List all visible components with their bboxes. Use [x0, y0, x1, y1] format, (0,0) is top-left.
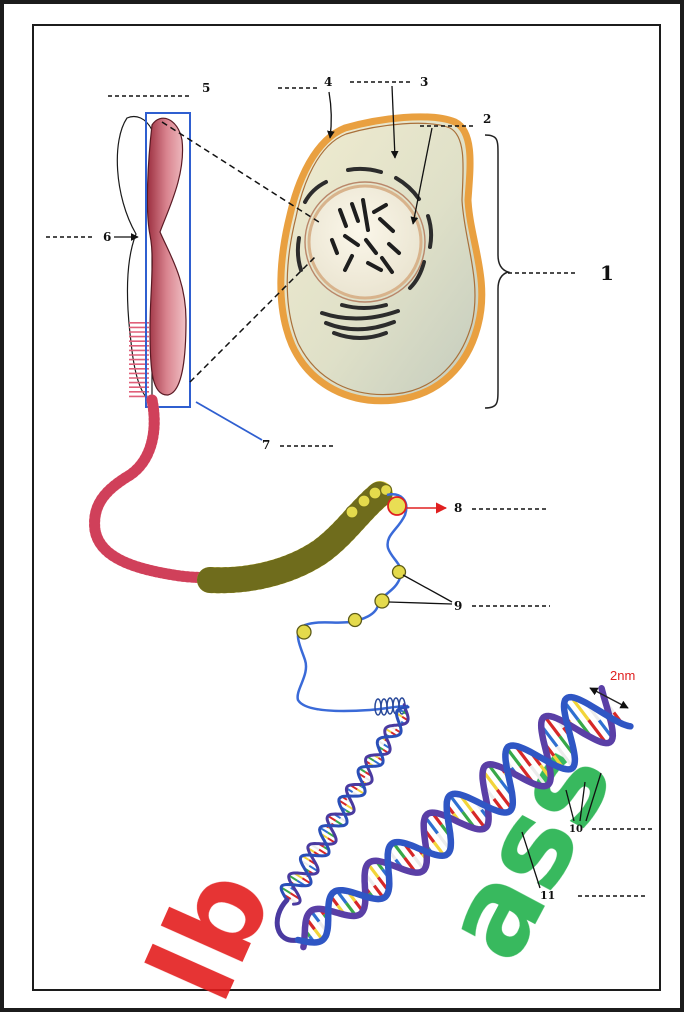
- solenoid-fiber: [210, 485, 392, 581]
- label-11: 11: [540, 889, 555, 902]
- pointer-9a: [403, 575, 452, 602]
- cell: [281, 117, 482, 401]
- pointer-7: [196, 402, 262, 440]
- label-6: 6: [103, 230, 111, 244]
- zoom-line-top: [162, 122, 322, 224]
- right-chromatid: [147, 118, 186, 395]
- label-7: 7: [262, 438, 270, 452]
- label-9: 9: [454, 599, 462, 613]
- supercoiled-chromatin: [95, 400, 232, 578]
- scale-bar-label: 2nm: [610, 668, 635, 683]
- cell-brace: [485, 135, 508, 408]
- label-10: 10: [569, 824, 583, 835]
- pointer-4: [329, 92, 331, 138]
- nucleosome: [349, 614, 362, 627]
- chromosome: [117, 113, 190, 407]
- label-8-marker: [388, 497, 406, 515]
- label-5: 5: [202, 81, 210, 95]
- nucleosome: [297, 625, 311, 639]
- nucleosome: [375, 594, 389, 608]
- label-8: 8: [454, 501, 462, 515]
- nucleosome: [393, 566, 406, 579]
- label-4: 4: [324, 75, 332, 89]
- label-2: 2: [483, 112, 491, 126]
- watermark-red-letters: lb: [122, 849, 299, 1012]
- pointer-9b: [389, 602, 452, 604]
- label-1: 1: [600, 261, 614, 285]
- label-3: 3: [420, 75, 428, 89]
